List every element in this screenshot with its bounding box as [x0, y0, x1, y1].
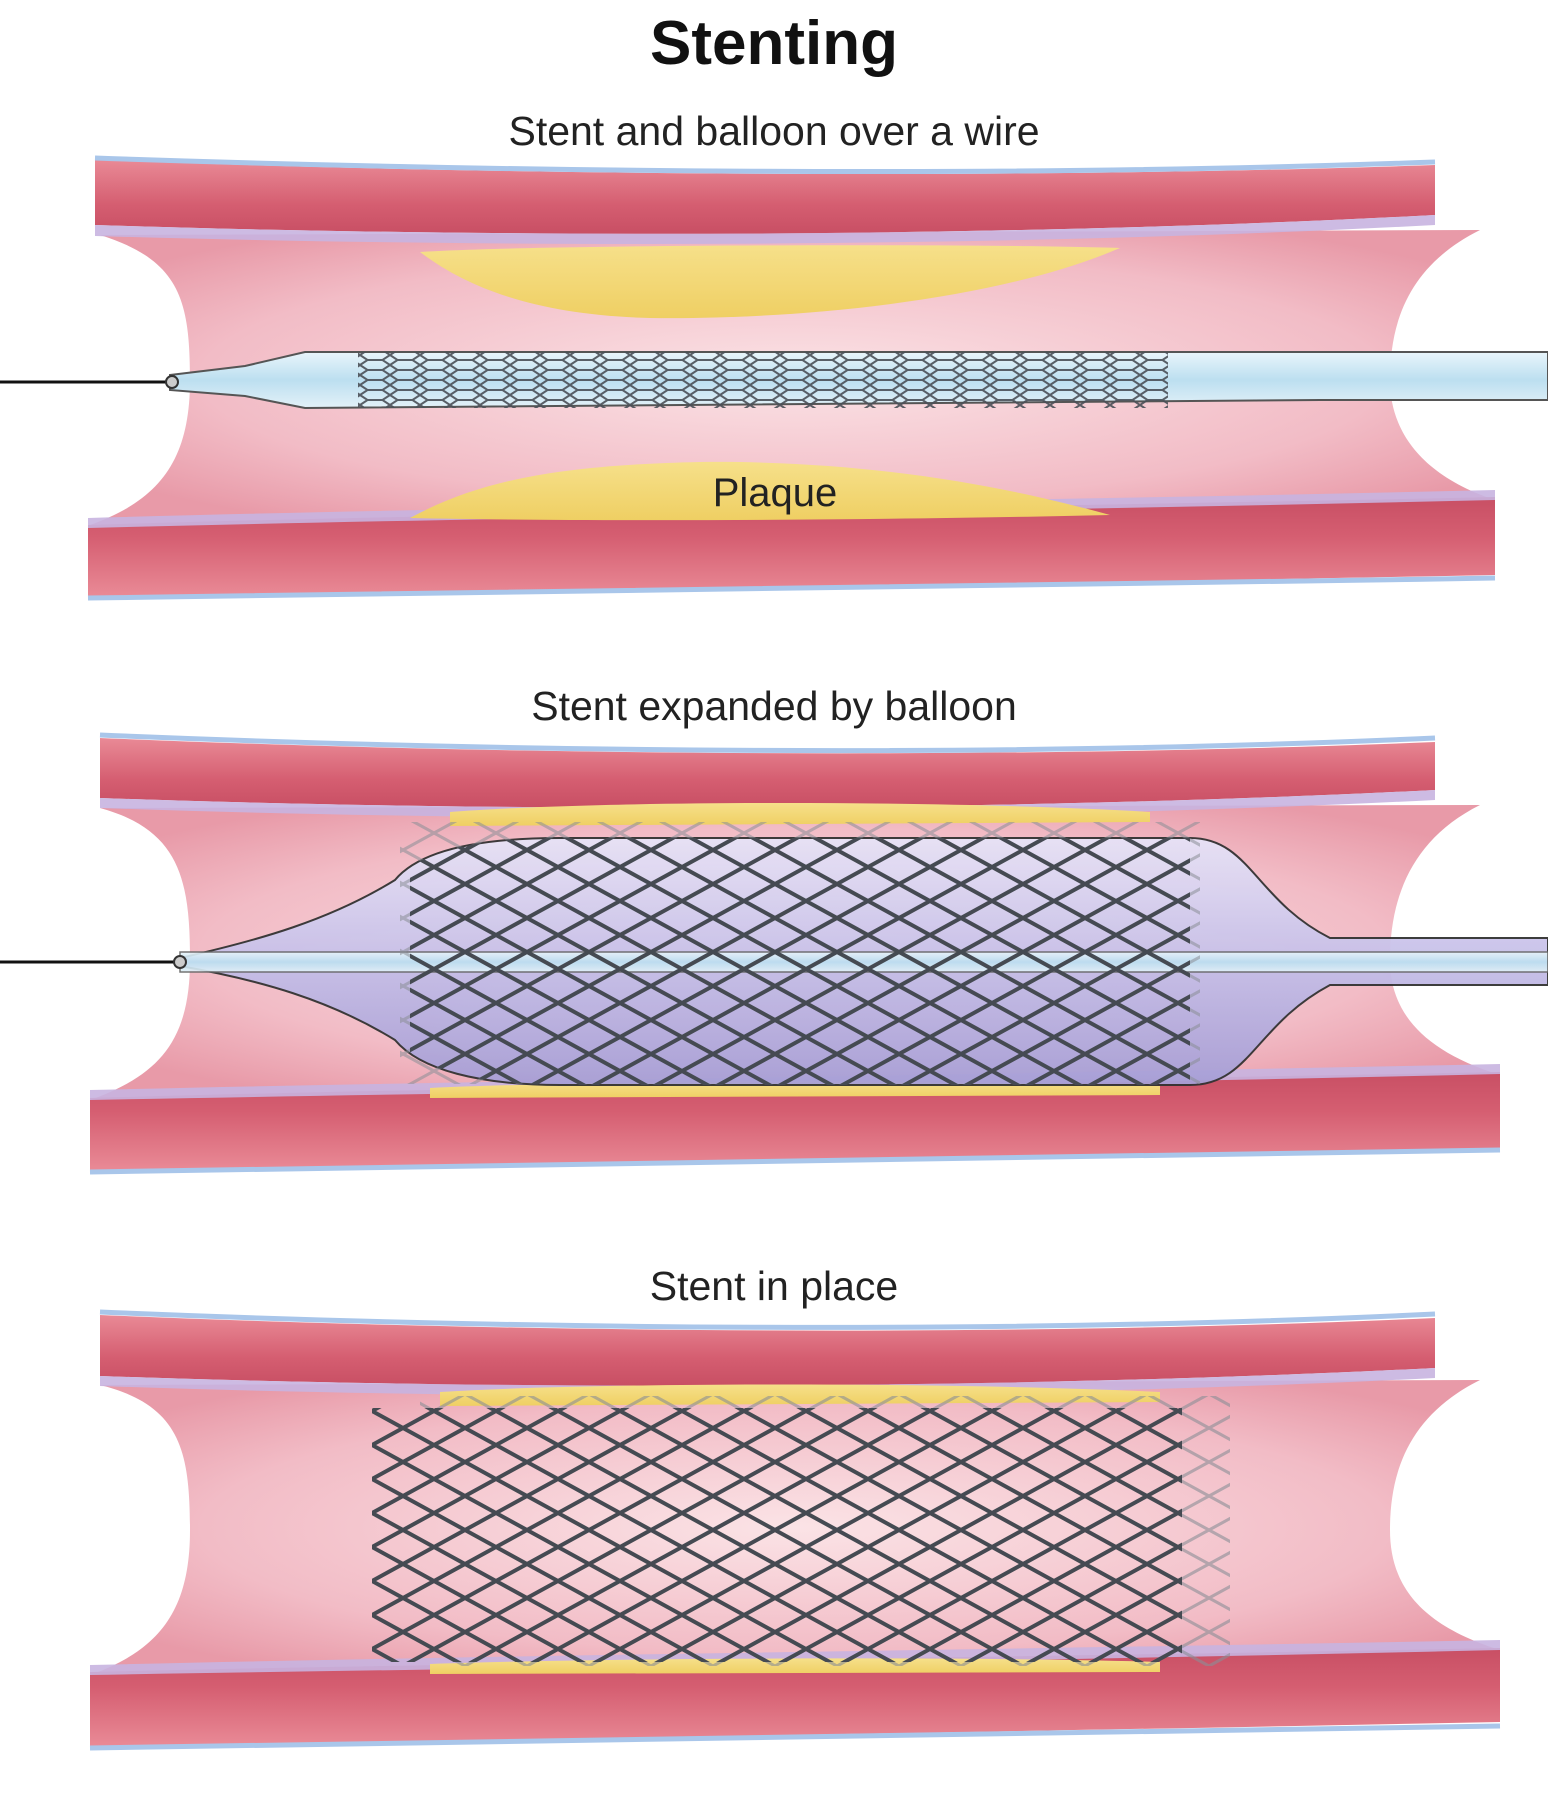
expanded-stent	[410, 838, 1190, 1085]
plaque-bottom	[410, 461, 1110, 521]
crimped-stent	[358, 352, 1168, 408]
plaque-top	[420, 245, 1120, 319]
diagram-title: Stenting	[650, 9, 898, 78]
panel-1-vessel	[0, 155, 1548, 601]
panel-2-vessel	[0, 732, 1548, 1175]
panel-1-subtitle: Stent and balloon over a wire	[508, 108, 1040, 154]
plaque-label: Plaque	[713, 471, 838, 515]
panel-3-subtitle: Stent in place	[649, 1263, 899, 1309]
panel-2-subtitle: Stent expanded by balloon	[531, 683, 1017, 729]
deployed-stent	[372, 1408, 1182, 1662]
panel-3-vessel	[89, 1309, 1501, 1751]
